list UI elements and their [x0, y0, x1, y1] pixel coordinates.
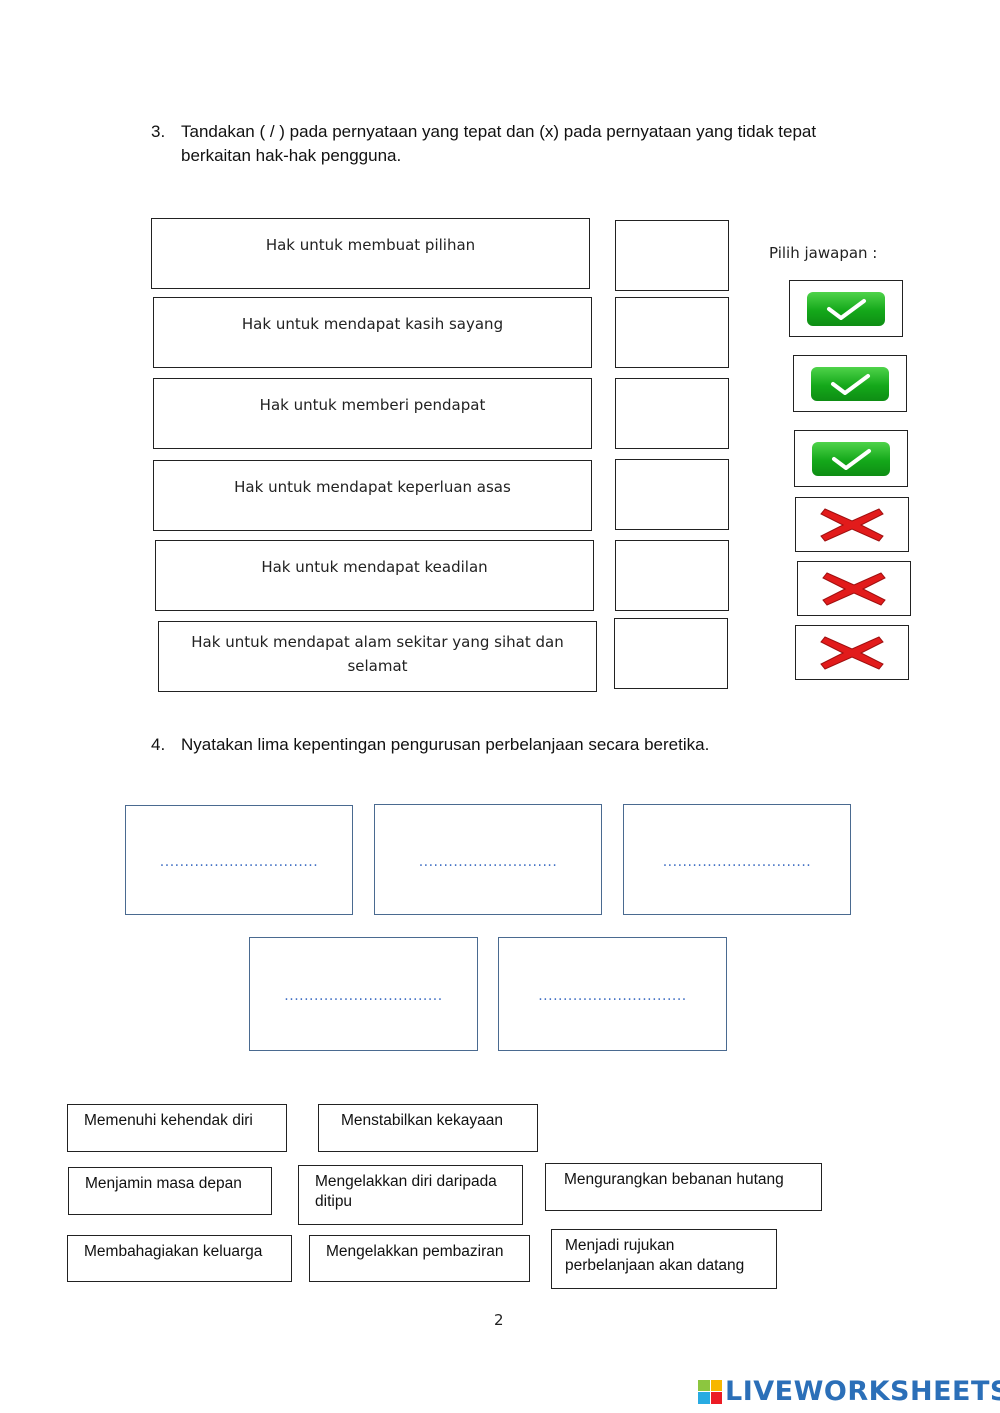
- dotted-line: ............................: [418, 853, 558, 870]
- dotted-line: ..............................: [662, 853, 812, 870]
- answer-blank-box[interactable]: ................................: [249, 937, 478, 1051]
- answer-drop-box[interactable]: [614, 618, 728, 689]
- question-3-line-2: berkaitan hak-hak pengguna.: [181, 146, 402, 165]
- statement-box: Hak untuk mendapat keperluan asas: [153, 460, 592, 531]
- cross-option[interactable]: [795, 497, 909, 552]
- cross-mark-icon: [820, 507, 884, 542]
- check-mark-icon: [812, 441, 890, 476]
- page-number: 2: [494, 1311, 504, 1329]
- question-3: 3. Tandakan ( / ) pada pernyataan yang t…: [151, 120, 911, 172]
- answer-drop-box[interactable]: [615, 297, 729, 368]
- dotted-line: ................................: [159, 854, 319, 870]
- question-3-line-1: Tandakan ( / ) pada pernyataan yang tepa…: [181, 122, 817, 141]
- check-option[interactable]: [793, 355, 907, 412]
- statement-box: Hak untuk mendapat alam sekitar yang sih…: [158, 621, 597, 692]
- dotted-line: ................................: [284, 988, 443, 1004]
- answer-chip[interactable]: Memenuhi kehendak diri: [67, 1104, 287, 1152]
- answer-chip[interactable]: Mengelakkan pembaziran: [309, 1235, 530, 1282]
- answer-drop-box[interactable]: [615, 378, 729, 449]
- liveworksheets-icon: [698, 1379, 722, 1404]
- answer-chip[interactable]: Membahagiakan keluarga: [67, 1235, 292, 1282]
- statement-box: Hak untuk membuat pilihan: [151, 218, 590, 289]
- answer-chip[interactable]: Mengurangkan bebanan hutang: [545, 1163, 822, 1211]
- cross-mark-icon: [820, 635, 884, 670]
- choose-answer-label: Pilih jawapan :: [769, 244, 878, 262]
- answer-drop-box[interactable]: [615, 220, 729, 291]
- check-option[interactable]: [794, 430, 908, 487]
- cross-mark-icon: [822, 571, 886, 606]
- check-mark-icon: [811, 366, 889, 401]
- statement-box: Hak untuk memberi pendapat: [153, 378, 592, 449]
- question-4: 4. Nyatakan lima kepentingan pengurusan …: [151, 733, 911, 759]
- answer-chip[interactable]: Menjadi rujukan perbelanjaan akan datang: [551, 1229, 777, 1289]
- statement-box: Hak untuk mendapat keadilan: [155, 540, 594, 611]
- liveworksheets-logo: LIVEWORKSHEETS: [698, 1376, 1000, 1407]
- answer-blank-box[interactable]: ..............................: [623, 804, 851, 915]
- check-option[interactable]: [789, 280, 903, 337]
- statement-box: Hak untuk mendapat kasih sayang: [153, 297, 592, 368]
- check-mark-icon: [807, 291, 885, 326]
- answer-blank-box[interactable]: ..............................: [498, 937, 727, 1051]
- cross-option[interactable]: [797, 561, 911, 616]
- brand-name: LIVEWORKSHEETS: [725, 1376, 1000, 1407]
- question-4-number: 4.: [151, 735, 166, 754]
- cross-option[interactable]: [795, 625, 909, 680]
- answer-chip[interactable]: Mengelakkan diri daripada ditipu: [298, 1165, 523, 1225]
- dotted-line: ..............................: [538, 988, 687, 1004]
- answer-chip[interactable]: Menjamin masa depan: [68, 1167, 272, 1215]
- answer-drop-box[interactable]: [615, 459, 729, 530]
- answer-chip[interactable]: Menstabilkan kekayaan: [318, 1104, 538, 1152]
- answer-drop-box[interactable]: [615, 540, 729, 611]
- question-4-text: Nyatakan lima kepentingan pengurusan per…: [181, 735, 710, 754]
- answer-blank-box[interactable]: ................................: [125, 805, 353, 915]
- answer-blank-box[interactable]: ............................: [374, 804, 602, 915]
- question-3-number: 3.: [151, 122, 166, 141]
